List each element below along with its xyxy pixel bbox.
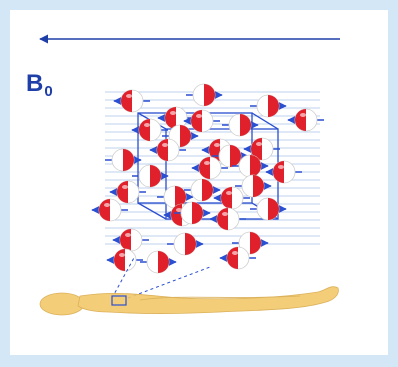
body-region-box	[111, 295, 127, 306]
spin-sphere-icon	[184, 178, 221, 202]
spin-sphere-icon	[287, 108, 324, 132]
spin-sphere-icon	[186, 83, 223, 107]
spin-sphere-icon	[105, 148, 142, 172]
spin-sphere-icon	[157, 106, 194, 130]
spin-sphere-icon	[232, 154, 269, 178]
spin-sphere-icon	[232, 231, 269, 255]
spin-sphere-icon	[113, 89, 150, 113]
field-label-subscript: 0	[44, 83, 53, 100]
spin-sphere-icon	[222, 113, 259, 137]
spin-sphere-icon	[213, 186, 250, 210]
spin-sphere-icon	[250, 94, 287, 118]
spin-sphere-icon	[219, 246, 256, 270]
spin-sphere-icon	[106, 248, 143, 272]
spin-sphere-icon	[265, 160, 302, 184]
spin-sphere-icon	[109, 180, 146, 204]
field-label-main: B	[26, 70, 44, 97]
spin-sphere-icon	[149, 138, 186, 162]
spin-sphere-icon	[212, 144, 249, 168]
spin-sphere-icon	[191, 156, 228, 180]
spin-sphere-icon	[174, 201, 211, 225]
spin-sphere-icon	[243, 137, 280, 161]
spin-sphere-icon	[140, 250, 177, 274]
spin-sphere-icon	[167, 232, 204, 256]
spins-group	[91, 83, 324, 274]
spin-sphere-icon	[131, 118, 168, 142]
spin-sphere-icon	[112, 228, 149, 252]
spin-sphere-icon	[91, 198, 128, 222]
field-label: B0	[26, 70, 53, 100]
spin-sphere-icon	[209, 207, 246, 231]
spin-sphere-icon	[250, 197, 287, 221]
zoom-lines	[111, 255, 211, 299]
human-body-icon	[39, 286, 339, 316]
spin-sphere-icon	[235, 174, 272, 198]
spin-sphere-icon	[183, 109, 220, 133]
spin-sphere-icon	[132, 164, 169, 188]
